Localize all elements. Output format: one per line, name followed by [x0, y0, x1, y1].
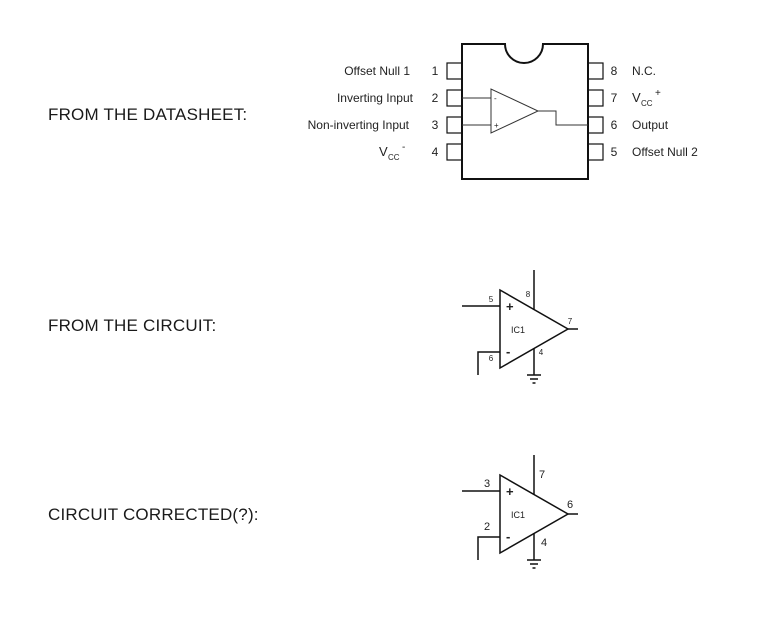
svg-text:V: V [379, 144, 388, 159]
ground-symbol [527, 374, 541, 384]
opamp-minus-sign: - [506, 344, 510, 359]
ground-symbol [527, 559, 541, 569]
opamp-corrected-pin-plus: 3 [484, 478, 490, 490]
svg-text:CC: CC [641, 99, 653, 108]
pin-stub-8 [587, 62, 604, 80]
pin-8-name: N.C. [632, 64, 656, 78]
opamp-circuit: + - IC1 5 6 8 7 4 [462, 270, 578, 384]
package-opamp-plus: + [494, 121, 499, 130]
opamp-corrected-plus-sign: + [506, 484, 514, 499]
opamp-ic-label: IC1 [511, 325, 525, 335]
pin-6-name: Output [632, 118, 669, 132]
section-label-corrected: CIRCUIT CORRECTED(?): [48, 505, 259, 524]
opamp-pin-plus: 5 [489, 295, 494, 304]
pin-7-name: V CC + [632, 88, 661, 108]
opamp-pin-minus: 6 [489, 354, 494, 363]
pin-stub-2 [446, 89, 463, 107]
pin-8-number: 8 [611, 64, 618, 78]
pin-stub-3 [446, 116, 463, 134]
pin-stub-1 [446, 62, 463, 80]
pin-stub-5 [587, 143, 604, 161]
pin-stub-6 [587, 116, 604, 134]
opamp-corrected-minus-sign: - [506, 529, 510, 544]
package-opamp-minus: - [494, 94, 497, 103]
section-label-circuit: FROM THE CIRCUIT: [48, 316, 217, 335]
pin-stub-7 [587, 89, 604, 107]
opamp-corrected-ic-label: IC1 [511, 510, 525, 520]
pin-2-name: Inverting Input [337, 91, 414, 105]
svg-text:V: V [632, 90, 641, 105]
opamp-pin-gnd: 4 [539, 348, 544, 357]
opamp-plus-sign: + [506, 299, 514, 314]
opamp-corrected-pin-gnd: 4 [541, 537, 547, 549]
svg-text:CC: CC [388, 153, 400, 162]
pin-1-number: 1 [432, 64, 439, 78]
pin-5-name: Offset Null 2 [632, 145, 698, 159]
pin-5-number: 5 [611, 145, 618, 159]
package-body [461, 43, 589, 180]
opamp-pin-vcc: 8 [526, 290, 531, 299]
opamp-pin-out: 7 [568, 317, 573, 326]
pin-2-number: 2 [432, 91, 439, 105]
svg-text:-: - [402, 142, 405, 153]
svg-text:+: + [655, 88, 661, 99]
opamp-corrected-pin-out: 6 [567, 499, 573, 511]
pin-7-number: 7 [611, 91, 618, 105]
pin-3-number: 3 [432, 118, 439, 132]
pin-1-name: Offset Null 1 [344, 64, 410, 78]
pin-4-name: V CC - [379, 142, 405, 162]
pin-stub-4 [446, 143, 463, 161]
opamp-corrected-pin-vcc: 7 [539, 469, 545, 481]
opamp-corrected: + - IC1 3 2 7 6 4 [462, 455, 578, 569]
pin-3-name: Non-inverting Input [308, 118, 410, 132]
pin-6-number: 6 [611, 118, 618, 132]
dip8-package: - + Offset Null 1 1 Inverting Input 2 No… [308, 43, 698, 180]
section-label-datasheet: FROM THE DATASHEET: [48, 105, 248, 124]
pin-4-number: 4 [432, 145, 439, 159]
package-opamp-symbol: - + [462, 88, 588, 134]
opamp-corrected-pin-minus: 2 [484, 521, 490, 533]
